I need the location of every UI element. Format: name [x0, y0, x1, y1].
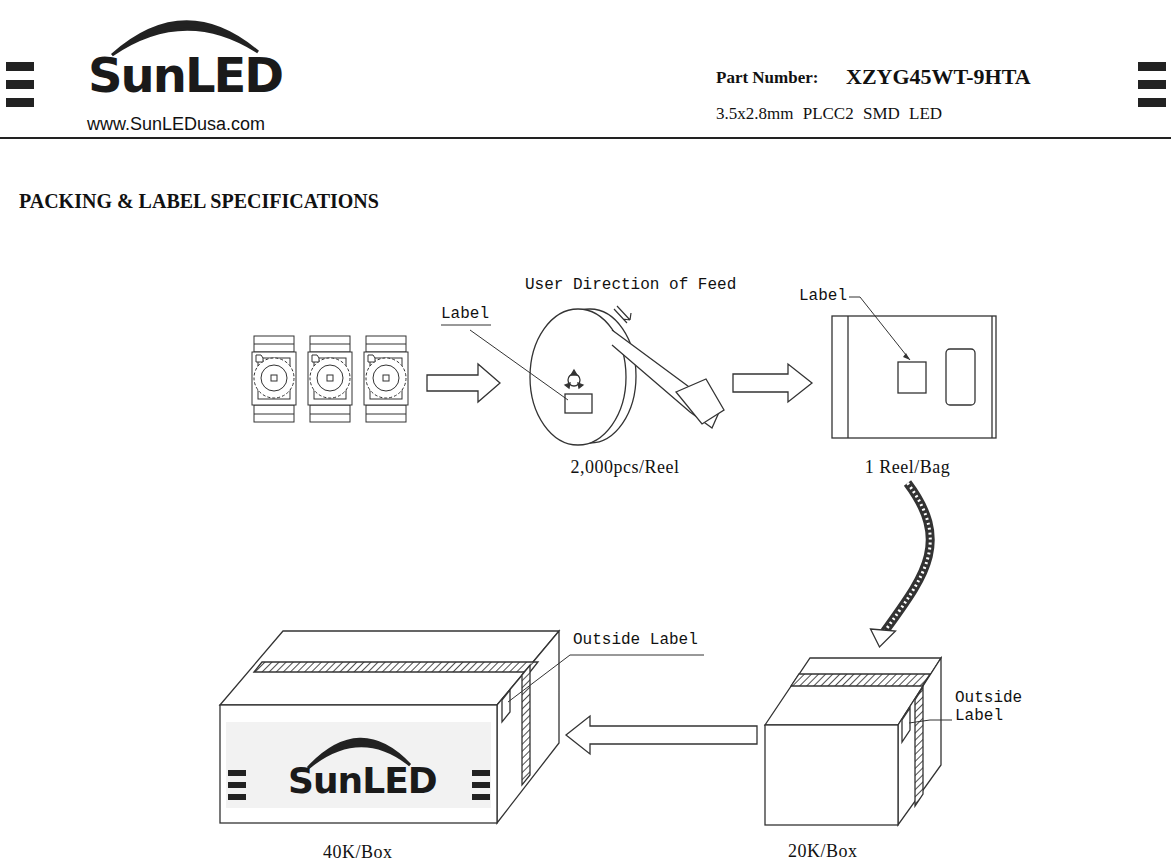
bag — [832, 316, 996, 438]
callout-label: Label — [441, 305, 489, 323]
leader-line — [508, 655, 704, 702]
callout-label: Outside Label — [573, 631, 698, 649]
box-logo-ground — [226, 722, 491, 808]
reel-group: 2,000pcs/Reel — [520, 300, 730, 480]
part-number-label: Part Number: — [716, 68, 818, 88]
part-number: XZYG45WT-9HTA — [846, 64, 1031, 89]
flow-arrow — [427, 364, 500, 402]
feed-arrow — [614, 306, 631, 323]
quantity-caption: 20K/Box — [788, 841, 858, 862]
flow-arrow — [566, 716, 757, 754]
callout-label: Outside Label — [955, 690, 1035, 725]
flow-arrow — [733, 364, 812, 402]
quantity-caption: 1 Reel/Bag — [865, 457, 950, 478]
flow-arrow — [871, 483, 931, 647]
leader-line — [849, 297, 910, 360]
carton-small: 20K/Box — [760, 650, 950, 864]
part-description: 3.5x2.8mm PLCC2 SMD LED — [716, 104, 942, 124]
reel — [530, 309, 724, 445]
small-box — [765, 658, 941, 825]
leader-line — [441, 325, 491, 326]
leader-line — [470, 330, 568, 400]
feed-direction-note: User Direction of Feed — [525, 276, 736, 294]
callout-label: Label — [799, 287, 847, 305]
big-box — [220, 631, 559, 823]
quantity-caption: 40K/Box — [323, 842, 393, 863]
header-rule — [0, 137, 1171, 139]
brand-logo: SunLED — [88, 48, 282, 103]
website-url: www.SunLEDusa.com — [87, 114, 265, 135]
bag-group: 1 Reel/Bag — [815, 310, 1000, 480]
led-tape — [252, 336, 408, 422]
carton-large: 40K/Box — [218, 625, 563, 865]
quantity-caption: 2,000pcs/Reel — [571, 457, 680, 478]
leader-line — [909, 720, 952, 723]
section-title: PACKING & LABEL SPECIFICATIONS — [19, 190, 379, 213]
box-logo: SunLED — [288, 760, 437, 801]
